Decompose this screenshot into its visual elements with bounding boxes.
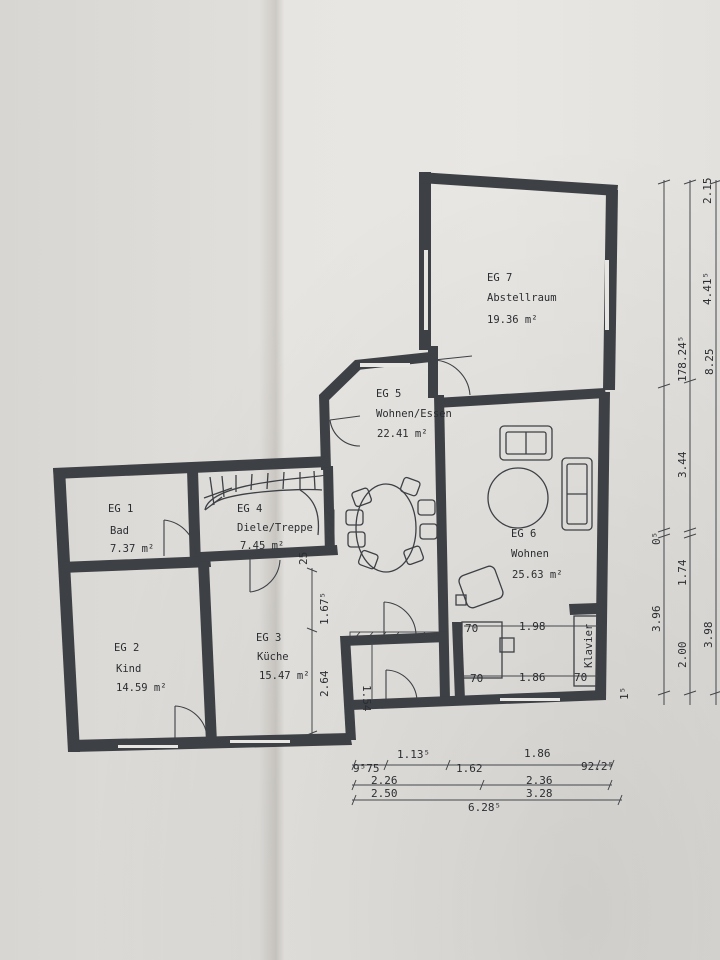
wall-eg7-top xyxy=(419,172,618,196)
room-eg6-name: Wohnen xyxy=(511,548,549,560)
dimension-labels: 70 1.98 70 1.86 70 1.67⁵ 25 2.64 1.54 2.… xyxy=(297,178,716,815)
wall-eg4-bottom xyxy=(200,545,338,562)
dim-70-b: 70 xyxy=(470,672,483,685)
door-lower-1 xyxy=(383,601,417,636)
dim-right-215: 2.15 xyxy=(701,178,714,205)
room-eg1-name: Bad xyxy=(110,525,129,537)
wall-eg5-left xyxy=(319,395,331,470)
inner-dimensions xyxy=(306,567,598,736)
wall-eg1-eg2 xyxy=(60,556,211,573)
walls xyxy=(53,172,618,752)
dim-right-05: 0⁵ xyxy=(650,532,663,545)
room-eg1-area: 7.37 m² xyxy=(110,543,154,555)
dim-70-a: 70 xyxy=(465,622,478,635)
room-eg2-id: EG 2 xyxy=(114,642,139,654)
dim-bottom-1135: 1.13⁵ xyxy=(397,748,430,761)
room-eg6: EG 6 Wohnen 25.63 m² xyxy=(511,528,563,581)
dim-bottom-236: 2.36 xyxy=(526,774,553,787)
dim-right-4415: 4.41⁵ xyxy=(701,272,714,305)
room-eg5-name: Wohnen/Essen xyxy=(376,408,452,420)
room-eg1: EG 1 Bad 7.37 m² xyxy=(108,503,154,555)
room-eg7: EG 7 Abstellraum 19.36 m² xyxy=(487,272,557,326)
room-eg7-area: 19.36 m² xyxy=(487,314,538,326)
door-eg3 xyxy=(249,558,281,593)
room-eg6-area: 25.63 m² xyxy=(512,569,563,581)
wall-eg1-eg4 xyxy=(187,470,201,565)
room-eg6-id: EG 6 xyxy=(511,528,536,540)
door-eg5-entry xyxy=(329,415,361,447)
room-eg7-id: EG 7 xyxy=(487,272,512,284)
dim-bottom-226: 2.26 xyxy=(371,774,398,787)
dim-right-174: 1.74 xyxy=(676,559,689,586)
door-eg7 xyxy=(433,355,473,396)
wall-mid-vertical xyxy=(434,395,450,700)
dim-bottom-250: 2.50 xyxy=(371,787,398,800)
dim-167: 1.67⁵ xyxy=(318,592,331,625)
room-eg5: EG 5 Wohnen/Essen 22.41 m² xyxy=(376,388,452,440)
room-eg2-area: 14.59 m² xyxy=(116,682,167,694)
wall-eg7-right xyxy=(603,190,618,390)
dim-right-15: 1⁵ xyxy=(618,687,631,700)
dim-154: 1.54 xyxy=(360,685,373,712)
windows xyxy=(118,250,609,748)
room-eg3-id: EG 3 xyxy=(256,632,281,644)
dim-bottom-6285: 6.28⁵ xyxy=(468,801,501,814)
dim-right-200: 2.00 xyxy=(676,642,689,669)
hatched-passage xyxy=(349,631,449,639)
dining-set xyxy=(345,476,438,573)
dim-bottom-975: 9⁵75 xyxy=(353,762,380,775)
wall-eg5-chamfer xyxy=(319,360,362,402)
room-eg3-area: 15.47 m² xyxy=(259,670,310,682)
wall-eg5-top xyxy=(355,352,431,370)
room-eg1-id: EG 1 xyxy=(108,503,133,515)
dim-right-825: 8.25 xyxy=(703,349,716,376)
room-labels: EG 1 Bad 7.37 m² EG 2 Kind 14.59 m² EG 3… xyxy=(108,272,595,694)
room-eg4-id: EG 4 xyxy=(237,503,262,515)
wall-west-left xyxy=(53,468,80,752)
wall-west-top xyxy=(53,456,330,479)
room-eg2: EG 2 Kind 14.59 m² xyxy=(114,642,167,694)
dim-right-398: 3.98 xyxy=(702,622,715,649)
room-eg3-name: Küche xyxy=(257,651,289,663)
wall-lower-left xyxy=(340,636,356,740)
dim-198: 1.98 xyxy=(519,620,546,633)
klavier-label: Klavier xyxy=(583,624,595,668)
room-eg3: EG 3 Küche 15.47 m² xyxy=(256,632,310,682)
dim-bottom-186: 1.86 xyxy=(524,747,551,760)
door-lower-2 xyxy=(385,669,418,702)
dim-264: 2.64 xyxy=(318,670,331,697)
room-eg5-area: 22.41 m² xyxy=(377,428,428,440)
room-eg4: EG 4 Diele/Treppe 7.45 m² xyxy=(237,503,313,552)
room-eg5-id: EG 5 xyxy=(376,388,401,400)
door-eg2 xyxy=(174,705,208,740)
wall-eg6-top xyxy=(435,388,606,408)
built-in-fixtures xyxy=(461,615,599,687)
dim-70-c: 70 xyxy=(574,671,587,684)
room-eg7-name: Abstellraum xyxy=(487,292,557,304)
living-furniture xyxy=(455,425,593,609)
room-eg2-name: Kind xyxy=(116,663,141,675)
bottom-dimensions xyxy=(351,759,623,806)
wall-eg6-right xyxy=(595,392,610,700)
dim-right-17824: 178.24⁵ xyxy=(676,336,689,382)
wall-lower-closet xyxy=(452,622,465,700)
doors xyxy=(163,355,473,740)
dim-right-396: 3.96 xyxy=(650,606,663,633)
room-eg4-area: 7.45 m² xyxy=(240,540,284,552)
room-eg4-name: Diele/Treppe xyxy=(237,522,313,534)
wall-lower-bottom xyxy=(350,690,606,710)
dim-25: 25 xyxy=(297,552,310,565)
wall-klavier-stub xyxy=(569,603,598,615)
door-eg1 xyxy=(163,519,197,557)
dim-bottom-328: 3.28 xyxy=(526,787,553,800)
right-dimensions xyxy=(657,179,720,705)
dim-bottom-162: 1.62 xyxy=(456,762,483,775)
dim-bottom-9225: 92.2⁵ xyxy=(581,760,614,773)
dim-186: 1.86 xyxy=(519,671,546,684)
staircase xyxy=(203,470,335,546)
wall-eg2-eg3 xyxy=(198,563,217,743)
dim-right-344: 3.44 xyxy=(676,451,689,478)
